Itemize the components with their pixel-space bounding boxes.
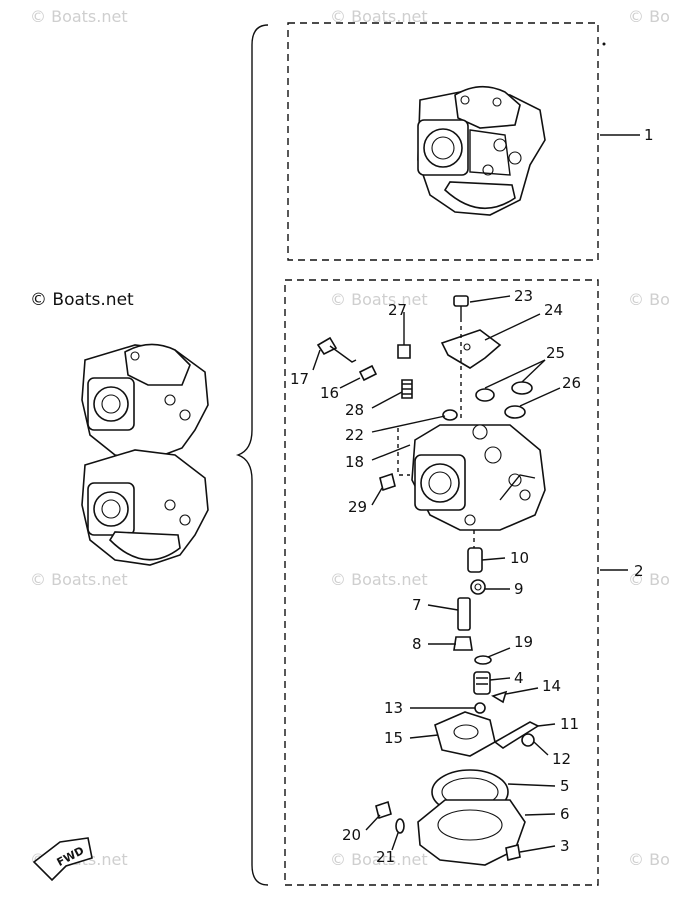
watermark-mid-center: © Boats.net: [330, 290, 428, 309]
label-part-19: 19: [514, 633, 533, 651]
watermark-bottom-center: © Boats.net: [330, 850, 428, 869]
label-part-28: 28: [345, 401, 364, 419]
label-part-20: 20: [342, 826, 361, 844]
watermark-bottom-right: © Bo: [628, 850, 670, 869]
copyright-label: © Boats.net: [30, 290, 134, 310]
watermark-lower-center: © Boats.net: [330, 570, 428, 589]
label-part-3: 3: [560, 837, 570, 855]
watermark-top-left: © Boats.net: [30, 7, 128, 26]
label-part-7: 7: [412, 596, 422, 614]
label-part-25: 25: [546, 344, 565, 362]
carburetor-body: [411, 424, 546, 531]
label-part-23: 23: [514, 287, 533, 305]
watermark-mid-right: © Bo: [628, 290, 670, 309]
label-part-5: 5: [560, 777, 570, 795]
label-part-16: 16: [320, 384, 339, 402]
watermark-top-center: © Boats.net: [330, 7, 428, 26]
small-parts: [316, 295, 540, 866]
watermark-top-right: © Bo: [628, 7, 670, 26]
label-part-27: 27: [388, 301, 407, 319]
part-labels: 1 2 3 4 5 6 7 8 9 10 11 12 13 14 15 16 1…: [290, 126, 654, 866]
label-part-12: 12: [552, 750, 571, 768]
label-part-14: 14: [542, 677, 561, 695]
label-part-1: 1: [644, 126, 654, 144]
label-part-6: 6: [560, 805, 570, 823]
forward-arrow-icon: FWD: [32, 837, 93, 882]
watermark-lower-right: © Bo: [628, 570, 670, 589]
carburetor-pair-left: [81, 343, 209, 566]
assembly-brace: [235, 24, 269, 886]
label-part-8: 8: [412, 635, 422, 653]
label-part-26: 26: [562, 374, 581, 392]
label-part-11: 11: [560, 715, 579, 733]
label-part-21: 21: [376, 848, 395, 866]
watermark-lower-left: © Boats.net: [30, 570, 128, 589]
label-part-2: 2: [634, 562, 644, 580]
carburetor-assembly-top: [417, 85, 546, 216]
label-part-18: 18: [345, 453, 364, 471]
label-part-15: 15: [384, 729, 403, 747]
label-part-22: 22: [345, 426, 364, 444]
label-part-29: 29: [348, 498, 367, 516]
label-part-10: 10: [510, 549, 529, 567]
label-part-4: 4: [514, 669, 524, 687]
label-part-13: 13: [384, 699, 403, 717]
stray-dot: [602, 42, 606, 46]
label-part-9: 9: [514, 580, 524, 598]
assembly-box-bottom: [284, 279, 599, 886]
assembly-box-top: [287, 22, 599, 261]
leader-lines: [312, 134, 640, 853]
label-part-17: 17: [290, 370, 309, 388]
label-part-24: 24: [544, 301, 563, 319]
